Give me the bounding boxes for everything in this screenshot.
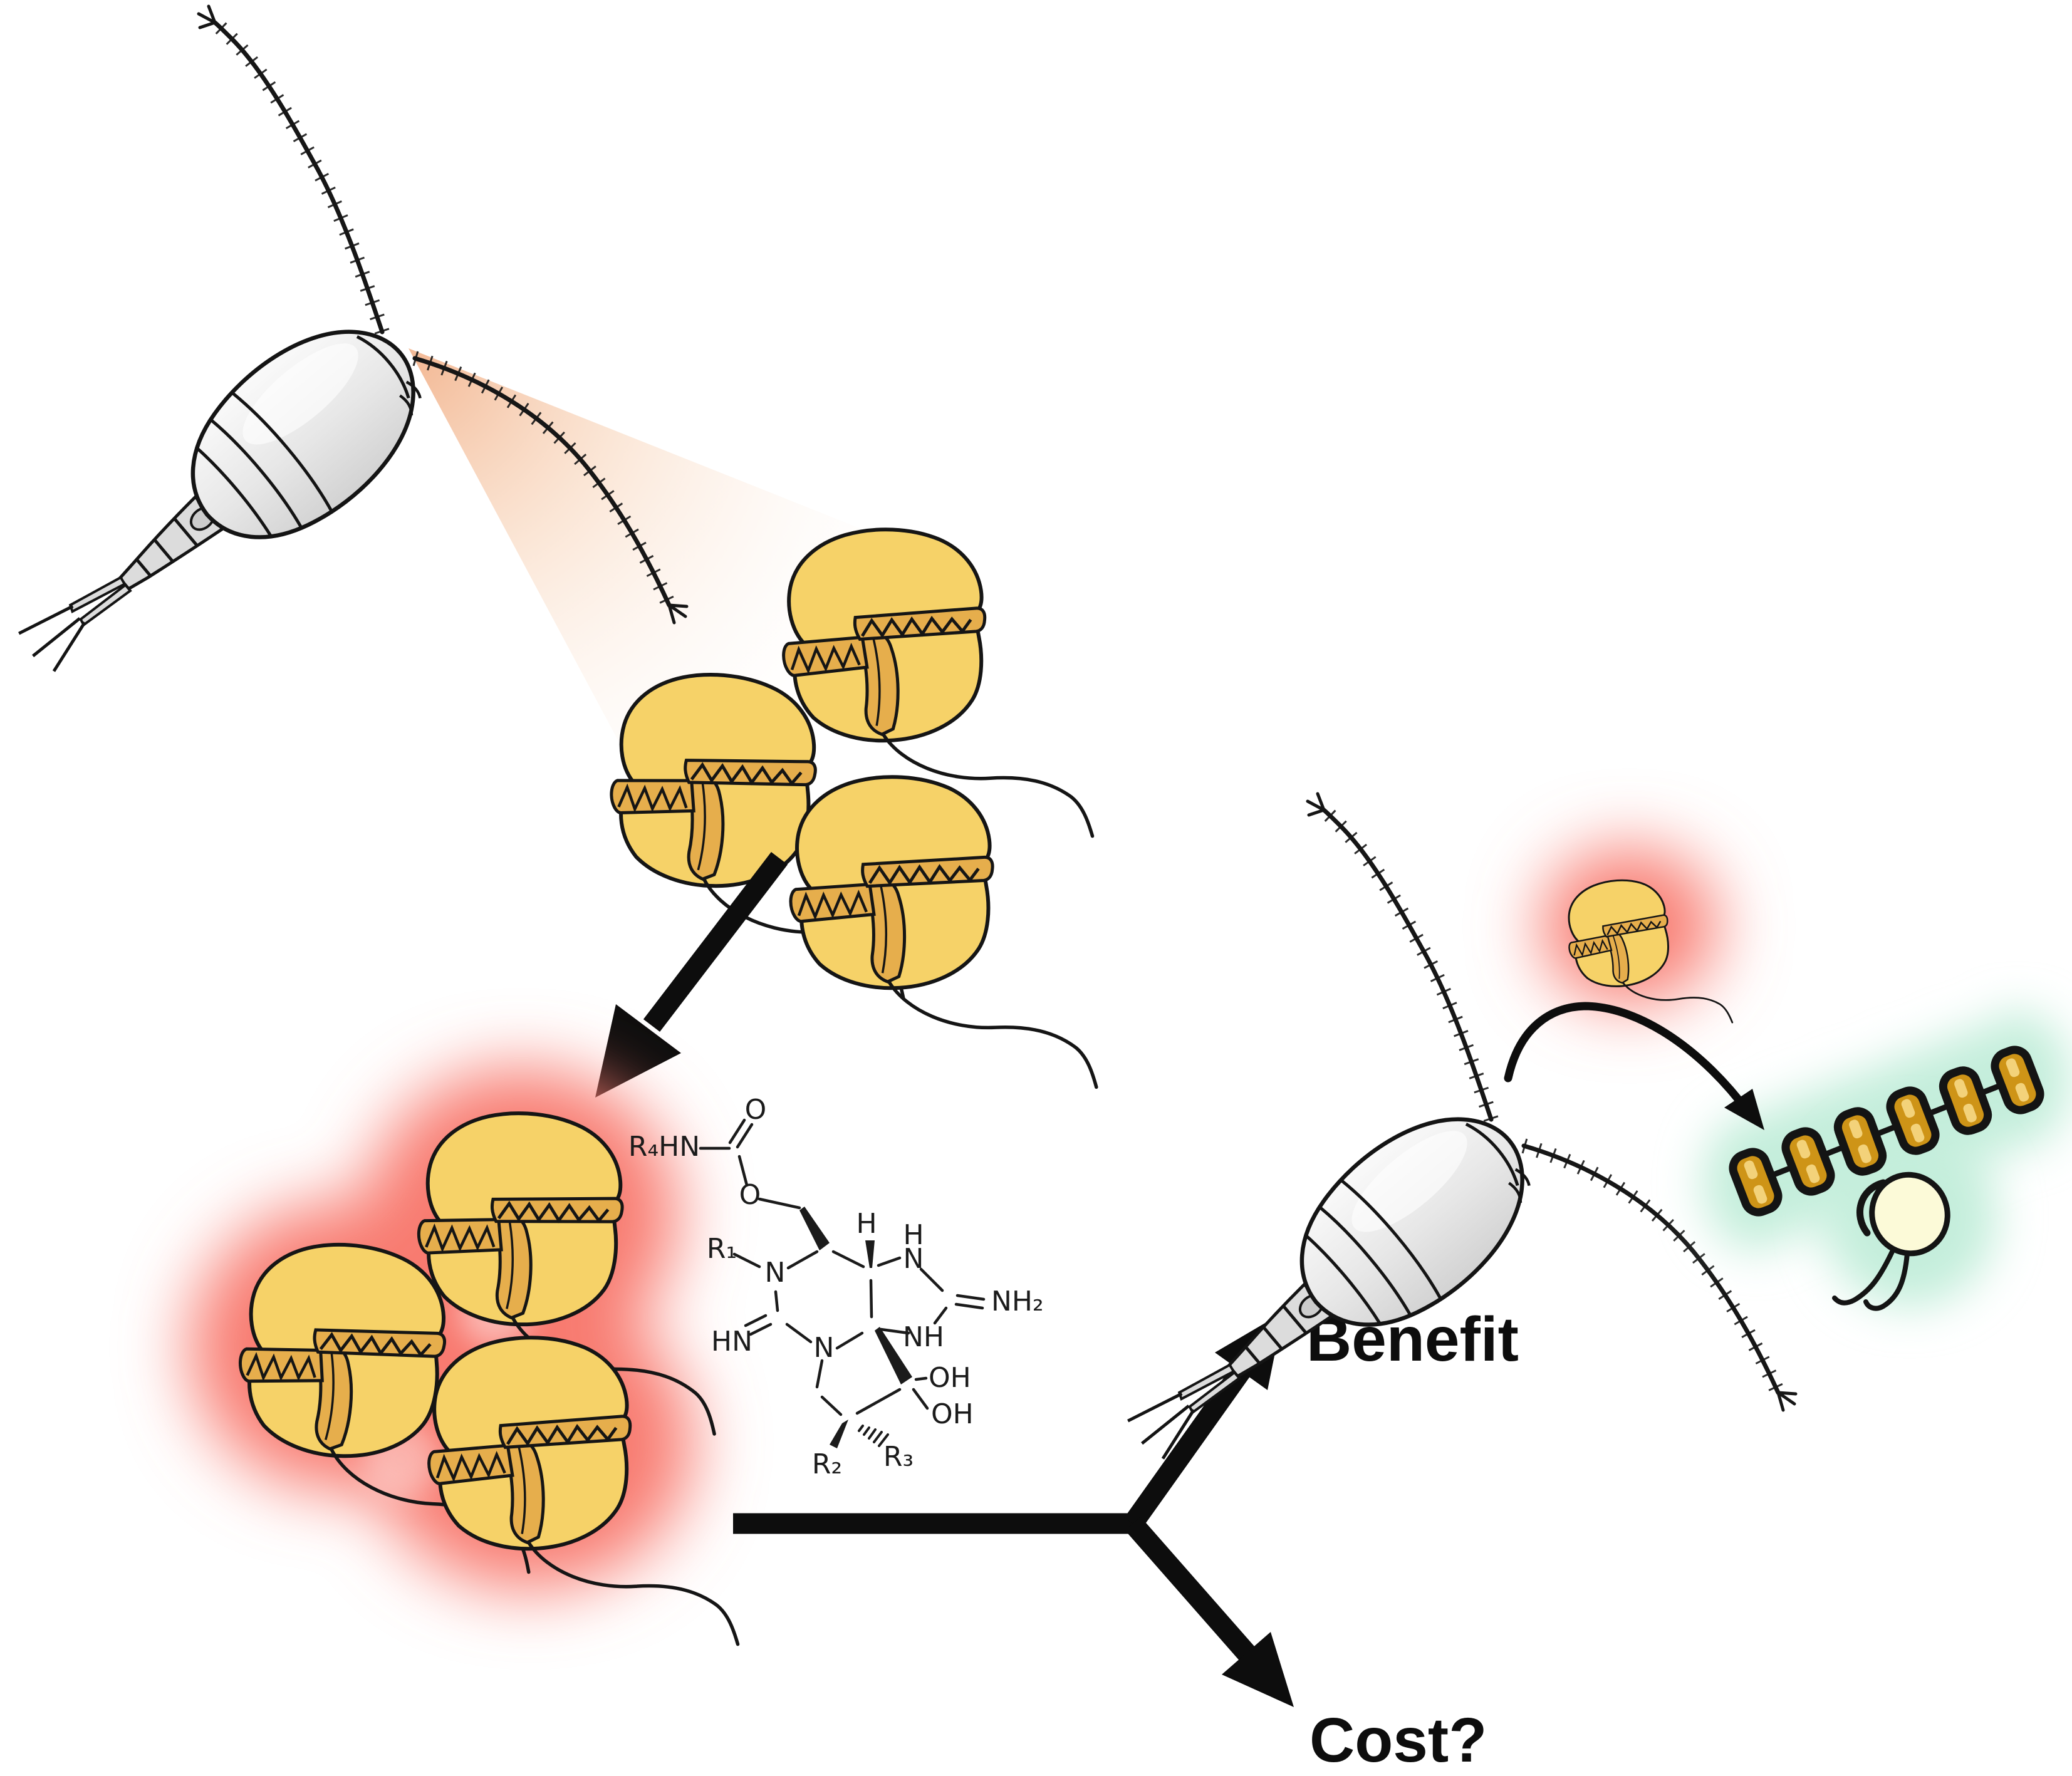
diatom-cell	[1781, 1127, 1835, 1196]
label-r2: R₂	[812, 1448, 842, 1480]
cost-label: Cost?	[1309, 1705, 1487, 1775]
dinoflagellate-cell	[789, 774, 1096, 1093]
diatom-cell	[1729, 1148, 1783, 1217]
cost-arrow-head	[1222, 1632, 1294, 1707]
label-stereo-h: H	[856, 1208, 877, 1240]
label-r3: R₃	[883, 1441, 914, 1473]
label-nh2: NH₂	[991, 1285, 1044, 1317]
label-ring-n-bottom: N	[814, 1332, 835, 1364]
label-imid-nh: NH	[903, 1321, 944, 1353]
toxic-dinoflagellate-cell	[425, 1331, 738, 1654]
saxitoxin-structure: R₄HN O O R₁ N H H N NH₂ NH HN N OH OH R₂…	[628, 1094, 1044, 1480]
label-imid-nh-h: H	[903, 1219, 924, 1251]
diatom-cell	[1886, 1086, 1940, 1155]
label-r1: R₁	[707, 1233, 737, 1265]
cost-arrow-shaft	[1125, 1517, 1258, 1664]
rejection-arrow	[1504, 1002, 1764, 1130]
diatom-cell	[1991, 1046, 2044, 1114]
label-r4hn: R₄HN	[628, 1131, 700, 1163]
diatom-cell	[1939, 1066, 1992, 1135]
label-ester-o: O	[739, 1179, 761, 1211]
flagellum	[1863, 1251, 1910, 1311]
flagellate-collar	[1856, 1179, 1887, 1237]
ingestion-arrow	[595, 851, 788, 1098]
label-oh-upper: OH	[929, 1362, 971, 1394]
flagellate-cell	[1832, 1171, 1950, 1311]
flagellum	[1832, 1249, 1895, 1306]
label-oh-lower: OH	[931, 1398, 974, 1430]
diatom-chain	[1729, 1046, 2044, 1217]
label-ring-n-top: N	[765, 1257, 786, 1289]
benefit-arrow-shaft	[1124, 1361, 1252, 1530]
diatom-cell	[1833, 1107, 1887, 1176]
label-carbonyl-o: O	[745, 1094, 767, 1126]
label-imid-nh-n: N	[903, 1243, 924, 1275]
branch-arrows	[733, 1312, 1294, 1707]
label-imine-hn: HN	[711, 1326, 752, 1358]
feeding-current-cone	[409, 348, 946, 897]
